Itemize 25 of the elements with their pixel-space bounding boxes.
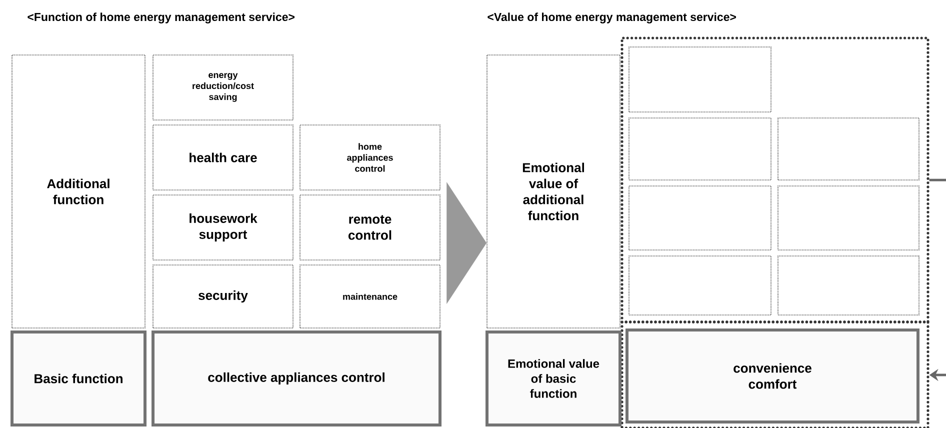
framed-box: convenience comfort xyxy=(626,328,920,424)
chevron-arrow xyxy=(446,182,487,304)
dotted-box: housework support xyxy=(152,194,294,260)
framed-box: Basic function xyxy=(10,330,146,426)
bold-dotted-frame xyxy=(620,36,930,324)
framed-box: collective appliances control xyxy=(152,330,442,426)
dotted-box: maintenance xyxy=(300,264,440,328)
dotted-box: health care xyxy=(152,124,294,190)
heading: <Value of home energy management service> xyxy=(488,12,736,24)
dotted-box: Emotional value of additional function xyxy=(486,54,620,328)
dotted-box: Additional function xyxy=(12,54,146,328)
empty-box xyxy=(628,186,772,250)
empty-box xyxy=(778,118,920,180)
dotted-box: home appliances control xyxy=(300,124,440,190)
empty-box xyxy=(628,46,772,112)
bold-dotted-frame xyxy=(620,320,930,428)
empty-box xyxy=(628,256,772,316)
dotted-box: security xyxy=(152,264,294,328)
empty-box xyxy=(628,118,772,180)
dotted-box: energy reduction/cost saving xyxy=(152,54,294,120)
empty-box xyxy=(778,186,920,250)
dotted-box: remote control xyxy=(300,194,440,260)
framed-box: Emotional value of basic function xyxy=(486,330,622,426)
empty-box xyxy=(778,256,920,316)
heading: <Function of home energy management service> xyxy=(28,12,294,24)
